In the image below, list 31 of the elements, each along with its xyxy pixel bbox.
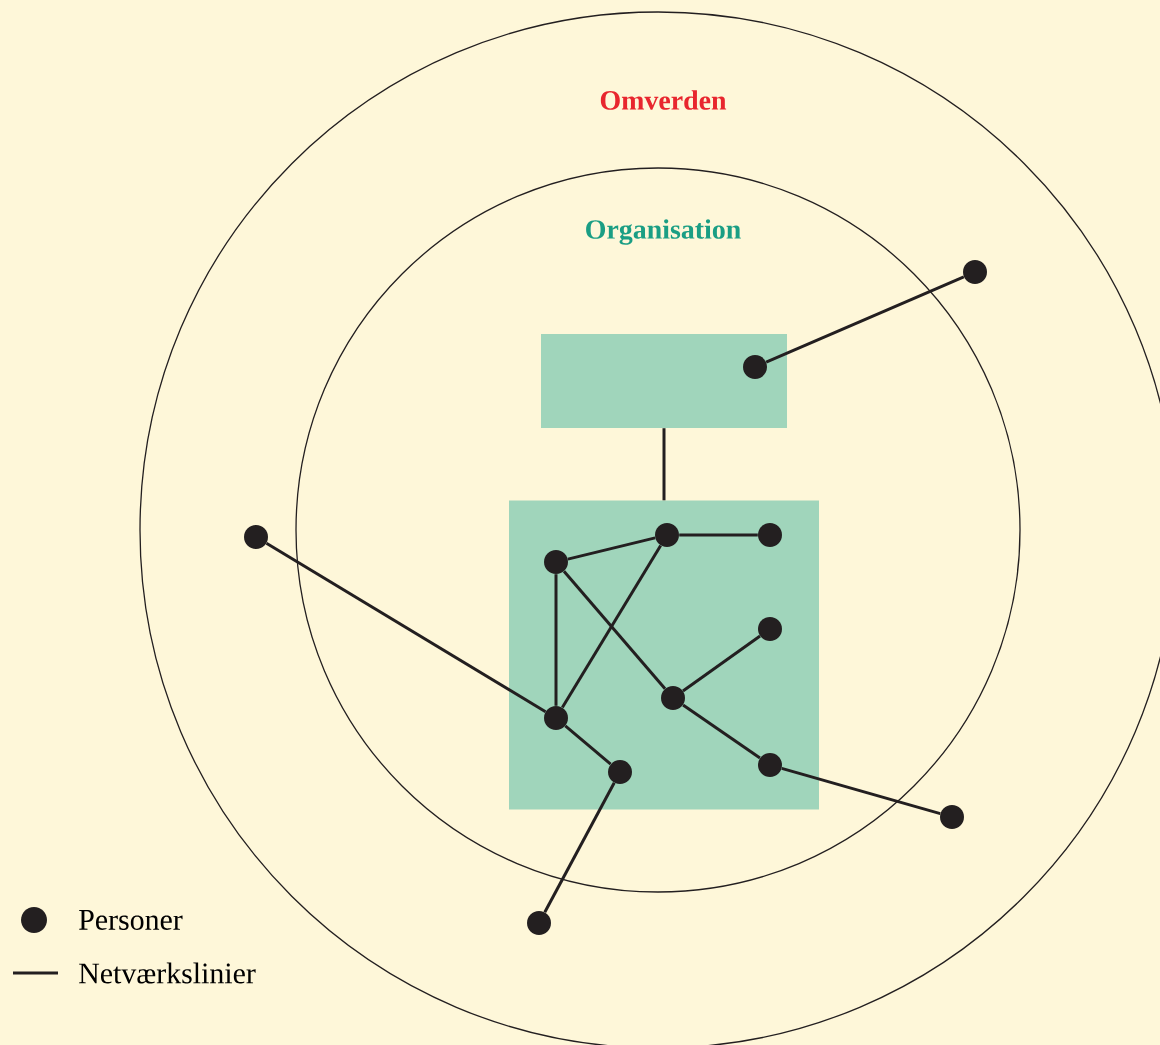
person-dot [940, 805, 964, 829]
person-dot [661, 686, 685, 710]
group-box [541, 334, 787, 428]
person-dot [544, 550, 568, 574]
network-line [682, 703, 761, 760]
person-dot [608, 760, 632, 784]
person-dot [655, 523, 679, 547]
network-line [561, 544, 662, 709]
network-line [564, 724, 612, 766]
legend-label: Netværkslinier [79, 962, 256, 984]
network-line [765, 275, 965, 364]
network-line [662, 428, 666, 501]
person-dot [758, 523, 782, 547]
person-dot [963, 260, 987, 284]
network-line [562, 570, 667, 690]
person-dot [527, 911, 551, 935]
network-line [554, 574, 558, 706]
network-line [679, 533, 758, 537]
network-line [682, 634, 761, 693]
person-dot [743, 355, 767, 379]
person-dot [758, 753, 782, 777]
network-line [265, 542, 547, 713]
network-line [543, 782, 616, 913]
network-line [781, 766, 941, 816]
person-dot [758, 617, 782, 641]
group-box [509, 500, 819, 810]
legend-label: Personer [79, 910, 183, 930]
network-line [567, 536, 656, 561]
person-dot [244, 525, 268, 549]
person-dot [544, 706, 568, 730]
circle-region: Organisation [295, 167, 1021, 893]
